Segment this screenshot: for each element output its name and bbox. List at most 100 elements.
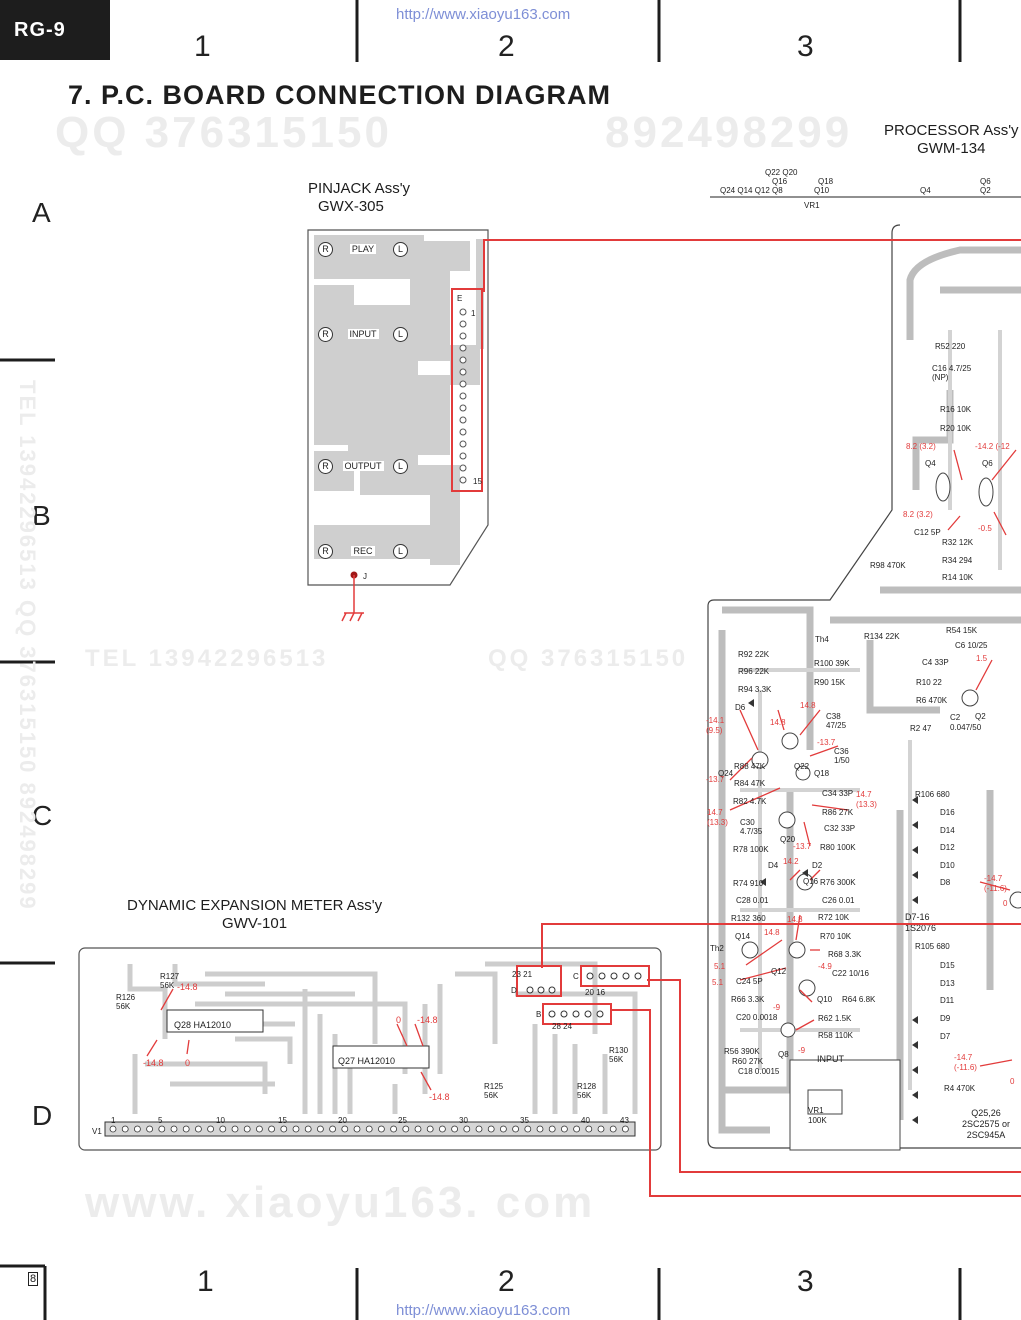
part-r72: R72 10K <box>818 913 850 922</box>
part-r92: R92 22K <box>738 650 770 659</box>
meter-board <box>78 947 662 1151</box>
bus-pad <box>280 1125 288 1133</box>
voltage-q24-a: -14.1 (9.5) <box>706 716 725 735</box>
voltage-q6-b: -0.5 <box>978 524 992 533</box>
row-a: A <box>32 197 51 228</box>
watermark-site: www. xiaoyu163. com <box>85 1178 596 1227</box>
column-2-bottom: 2 <box>498 1265 515 1298</box>
column-3-top: 3 <box>797 30 814 63</box>
part-r20: R20 10K <box>940 424 972 433</box>
transistor-q20: Q20 <box>780 835 796 844</box>
part-r16: R16 10K <box>940 405 972 414</box>
part-r74: R74 910 <box>733 879 764 888</box>
bus-pad <box>499 1125 507 1133</box>
voltage-th2-a: 5.1 <box>714 962 726 971</box>
part-r10: R10 22 <box>916 678 942 687</box>
voltage-q14: 14.8 <box>764 928 780 937</box>
voltage-q4-a: 8.2 (3.2) <box>906 442 936 451</box>
bus-pad <box>341 1125 349 1133</box>
part-r96: R96 22K <box>738 667 770 676</box>
part-d6: D6 <box>735 703 746 712</box>
part-r2: R2 47 <box>910 724 932 733</box>
processor-name: PROCESSOR Ass'y <box>884 122 1019 139</box>
connector-e-label: E <box>457 294 463 303</box>
header-q16: Q16 <box>772 177 788 186</box>
part-r84: R84 47K <box>734 779 766 788</box>
bus-pad <box>170 1125 178 1133</box>
meter-model: GWV-101 <box>222 915 288 932</box>
connector-e-pin-1: 1 <box>471 309 476 318</box>
voltage-q16: 14.2 <box>783 857 799 866</box>
meter-bus-label: V1 <box>92 1127 102 1136</box>
processor-board <box>707 196 1021 1151</box>
row-c: C <box>32 800 53 831</box>
part-d8: D8 <box>940 878 951 887</box>
part-d15: D15 <box>940 961 955 970</box>
bus-num-43: 43 <box>620 1116 629 1125</box>
bus-pad <box>609 1125 617 1133</box>
transistor-q2: Q2 <box>975 712 986 721</box>
part-r76: R76 300K <box>820 878 856 887</box>
voltage-q6-a: -14.2 (-12 <box>975 442 1010 451</box>
transistor-q12: Q12 <box>771 967 787 976</box>
part-c6: C6 10/25 <box>955 641 988 650</box>
part-r6: R6 470K <box>916 696 948 705</box>
part-th2: Th2 <box>710 944 724 953</box>
voltage-q2: 1.5 <box>976 654 988 663</box>
jack-rec-label: REC <box>351 546 375 556</box>
part-d7-16: D7-16 1S2076 <box>905 912 937 933</box>
bus-num-10: 10 <box>216 1116 225 1125</box>
url-top[interactable]: http://www.xiaoyu163.com <box>396 6 571 23</box>
jack-rec-r: R <box>318 543 333 559</box>
part-r32: R32 12K <box>942 538 974 547</box>
voltage-q20-a: 14.7 (13.3) <box>707 808 728 827</box>
bus-pad <box>487 1125 495 1133</box>
part-r106: R106 680 <box>915 790 950 799</box>
url-bottom[interactable]: http://www.xiaoyu163.com <box>396 1302 571 1319</box>
column-1-top: 1 <box>194 30 211 63</box>
transistor-q16: Q16 <box>803 877 819 886</box>
bus-pad <box>390 1125 398 1133</box>
part-r14: R14 10K <box>942 573 974 582</box>
bus-pad <box>268 1125 276 1133</box>
jack-play-l: L <box>392 241 408 257</box>
voltage-q4-b: 8.2 (3.2) <box>903 510 933 519</box>
bus-num-35: 35 <box>520 1116 529 1125</box>
bus-pad <box>573 1125 581 1133</box>
part-c12: C12 5P <box>914 528 941 537</box>
part-d16: D16 <box>940 808 955 817</box>
part-r134: R134 22K <box>864 632 900 641</box>
part-r60: R60 27K <box>732 1057 764 1066</box>
part-r4: R4 470K <box>944 1084 976 1093</box>
jack-output-label: OUTPUT <box>342 461 384 471</box>
voltage-q25-b: 0 <box>1003 899 1008 908</box>
meter-r130: R130 56K <box>609 1046 629 1064</box>
part-r58: R58 110K <box>818 1031 853 1040</box>
part-c32: C32 33P <box>824 824 856 833</box>
transistor-q24: Q24 <box>718 769 734 778</box>
meter-conn-d-pins: 23 21 <box>512 970 533 979</box>
part-c36: C36 1/50 <box>834 747 850 765</box>
voltage-q12-b: -4.9 <box>818 962 832 971</box>
part-c22: C22 10/16 <box>832 969 869 978</box>
part-r54: R54 15K <box>946 626 978 635</box>
bus-pad <box>182 1125 190 1133</box>
meter-conn-c-pins: 20 16 <box>585 988 606 997</box>
bus-pad <box>329 1125 337 1133</box>
bus-pad <box>304 1125 312 1133</box>
bus-num-30: 30 <box>459 1116 468 1125</box>
part-c16: C16 4.7/25 (NP) <box>932 364 972 382</box>
part-d9: D9 <box>940 1014 951 1023</box>
bus-pad <box>377 1125 385 1133</box>
bus-num-40: 40 <box>581 1116 590 1125</box>
meter-ic2: Q27 HA12010 <box>338 1056 396 1066</box>
bus-pad <box>243 1125 251 1133</box>
bus-num-5: 5 <box>158 1116 163 1125</box>
bus-pad <box>451 1125 459 1133</box>
pinjack-board <box>307 229 489 622</box>
meter-voltage-4: 0 <box>396 1015 402 1025</box>
bus-pad <box>231 1125 239 1133</box>
pinjack-assy-label: PINJACK Ass'y GWX-305 <box>308 180 410 216</box>
